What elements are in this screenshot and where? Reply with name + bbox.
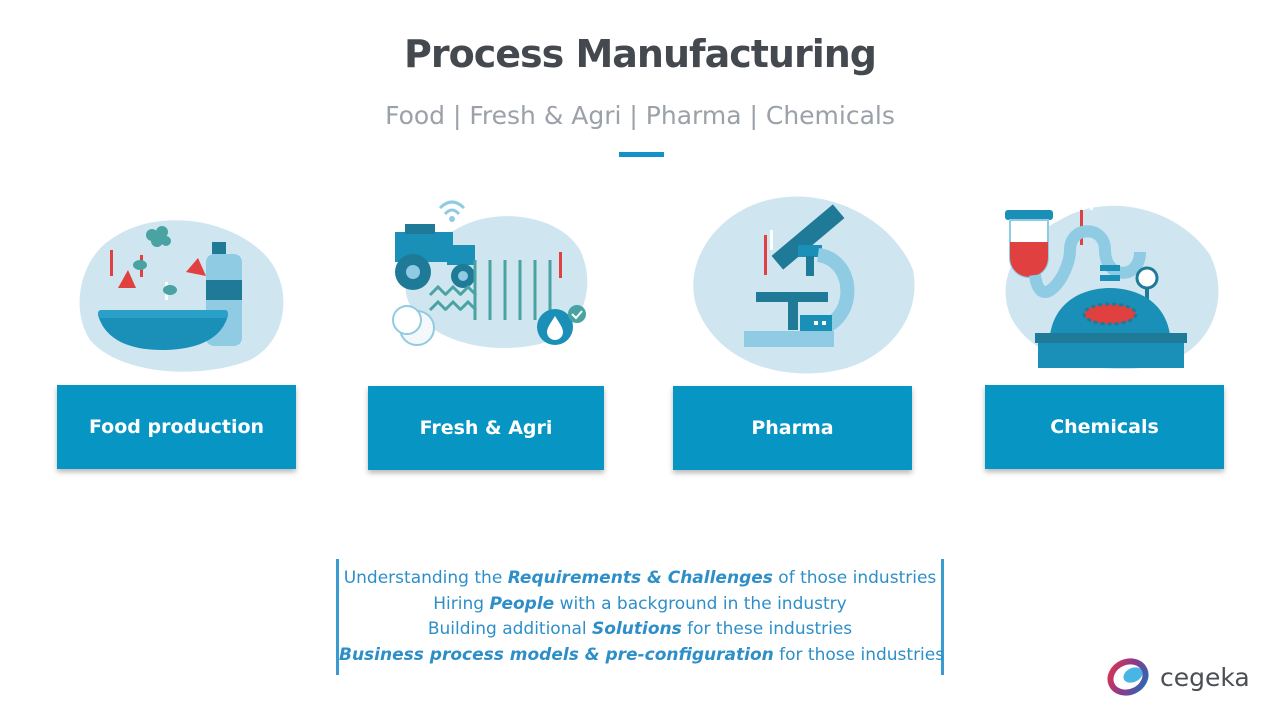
info-line: Business process models & pre-configurat… — [339, 644, 945, 665]
card-pharma[interactable]: Pharma — [673, 386, 912, 470]
card-food-production[interactable]: Food production — [57, 385, 296, 469]
card-chemicals[interactable]: Chemicals — [985, 385, 1224, 469]
microscope-icon — [693, 196, 915, 374]
tractor-icon — [392, 200, 588, 349]
info-box: Understanding the Requirements & Challen… — [336, 559, 944, 675]
logo-text: cegeka — [1160, 662, 1250, 692]
reactor-icon — [1005, 180, 1219, 370]
card-label: Pharma — [751, 417, 834, 439]
title-divider — [619, 152, 664, 157]
card-label: Fresh & Agri — [419, 417, 553, 439]
cegeka-logo-icon — [1107, 658, 1149, 696]
page-title: Process Manufacturing — [404, 32, 877, 76]
page-subtitle: Food | Fresh & Agri | Pharma | Chemicals — [385, 101, 895, 130]
card-label: Food production — [88, 416, 265, 438]
cegeka-logo: cegeka — [1106, 655, 1250, 699]
card-label: Chemicals — [1050, 416, 1159, 438]
info-line: Building additional Solutions for these … — [427, 619, 853, 639]
info-line: Understanding the Requirements & Challen… — [343, 568, 937, 588]
info-line: Hiring People with a background in the i… — [433, 593, 847, 614]
food-bowl-icon — [79, 220, 284, 372]
card-fresh-agri[interactable]: Fresh & Agri — [368, 386, 604, 470]
